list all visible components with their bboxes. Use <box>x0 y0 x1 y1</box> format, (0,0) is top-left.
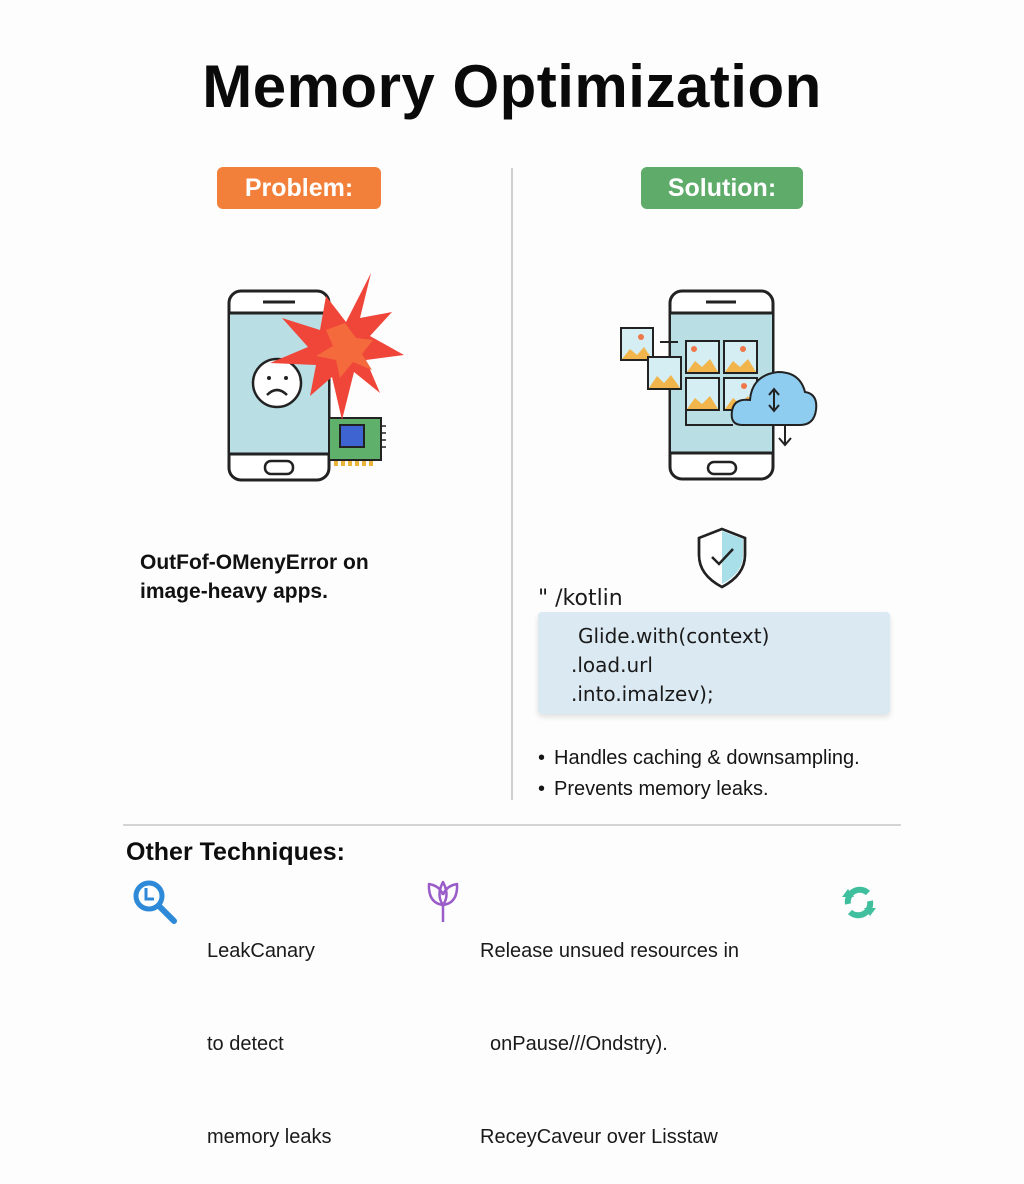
code-line: .load.url <box>571 653 653 677</box>
technique-line: ReceyCaveur over Lisstaw <box>480 1126 718 1148</box>
refresh-icon <box>842 886 876 919</box>
page-title: Memory Optimization <box>202 53 822 120</box>
code-line: .into.imalzev); <box>571 682 714 706</box>
shield-check-icon <box>697 527 747 589</box>
solution-bullet: • Prevents memory leaks. <box>538 778 769 801</box>
sad-face-icon <box>251 357 303 409</box>
bullet-text: Handles caching & downsampling. <box>554 747 860 769</box>
technique-line: to detect <box>207 1033 284 1055</box>
code-block: Glide.with(context) .load.url .into.imal… <box>538 612 890 714</box>
technique-icons <box>133 880 876 924</box>
technique-line: memory leaks <box>207 1126 332 1148</box>
technique-leakcanary: LeakCanary to detect memory leaks <box>207 874 331 1184</box>
bullet-dot: • <box>538 778 546 800</box>
technique-line: onPause///Ondstry). <box>490 1033 668 1055</box>
vertical-divider <box>511 168 513 800</box>
solution-illustration <box>620 289 818 589</box>
code-language-label: " /kotlin <box>538 586 623 611</box>
cloud-sync-icon <box>730 370 818 447</box>
explosion-icon <box>270 273 404 420</box>
bullet-text: Prevents memory leaks. <box>554 778 769 800</box>
problem-badge: Problem: <box>217 167 381 209</box>
code-line: Glide.with(context) <box>578 624 770 648</box>
other-techniques-heading: Other Techniques: <box>126 838 346 866</box>
solution-bullet: • Handles caching & downsampling. <box>538 747 860 770</box>
solution-badge: Solution: <box>641 167 803 209</box>
bullet-dot: • <box>538 747 546 769</box>
magnifier-clock-icon <box>133 880 177 924</box>
problem-illustration <box>227 273 404 482</box>
leaf-icon <box>427 880 459 922</box>
technique-line: Release unsued resources in <box>480 940 740 962</box>
horizontal-divider <box>123 824 901 826</box>
technique-release-resources: Release unsued resources in onPause///On… <box>480 874 739 1184</box>
technique-line: LeakCanary <box>207 940 315 962</box>
problem-description: OutFof-OMenyError on image-heavy apps. <box>140 551 369 603</box>
memory-chip-icon <box>328 417 386 466</box>
